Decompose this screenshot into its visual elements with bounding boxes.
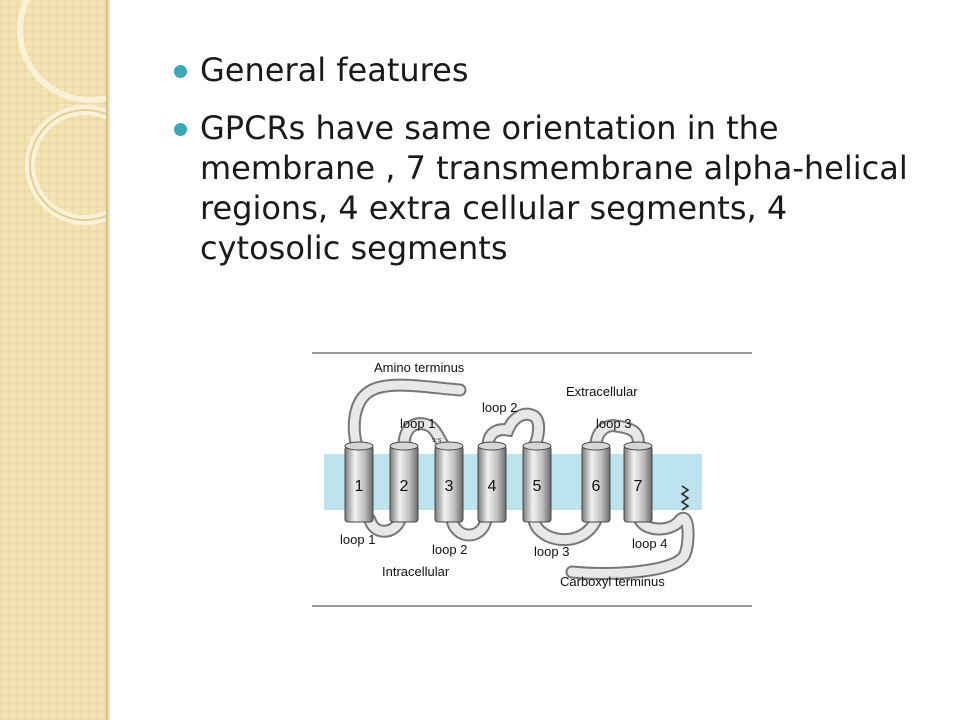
helix-2 xyxy=(389,441,419,523)
helix-4 xyxy=(477,441,507,523)
receptor-backbone-highlight xyxy=(349,380,693,578)
bullet-text: GPCRs have same orientation in the membr… xyxy=(200,109,908,267)
gpcr-diagram: 1 2 3 4 5 6 7 Amino terminus Extracellul… xyxy=(312,350,752,608)
intracellular-loop-2-label: loop 2 xyxy=(432,542,467,557)
side-panel-edge xyxy=(106,0,110,720)
extracellular-loop-1-label: loop 1 xyxy=(400,416,435,431)
amino-terminus-label: Amino terminus xyxy=(374,360,465,375)
helix-6 xyxy=(581,441,611,523)
palmitoyl-anchor xyxy=(680,485,690,511)
intracellular-loop-1-label: loop 1 xyxy=(340,532,375,547)
helix-1 xyxy=(344,441,374,523)
helix-number-6: 6 xyxy=(592,478,601,495)
extracellular-label: Extracellular xyxy=(566,384,638,399)
bullet-list: General features GPCRs have same orienta… xyxy=(172,50,912,286)
helix-number-5: 5 xyxy=(533,478,542,495)
helix-number-1: 1 xyxy=(355,478,364,495)
helix-number-3: 3 xyxy=(445,478,454,495)
bullet-item: General features xyxy=(172,50,912,90)
bullet-icon xyxy=(174,65,187,78)
intracellular-loop-3-label: loop 3 xyxy=(534,544,569,559)
helix-number-4: 4 xyxy=(488,478,497,495)
helix-7 xyxy=(623,441,653,523)
extracellular-loop-3-label: loop 3 xyxy=(596,416,631,431)
decorative-rings xyxy=(17,0,106,225)
bullet-icon xyxy=(174,123,187,136)
intracellular-label: Intracellular xyxy=(382,564,450,579)
bullet-text: General features xyxy=(200,51,469,89)
helix-number-2: 2 xyxy=(400,478,409,495)
intracellular-loop-4-label: loop 4 xyxy=(632,536,667,551)
bullet-item: GPCRs have same orientation in the membr… xyxy=(172,108,912,268)
helix-3 xyxy=(434,441,464,523)
decorative-side-panel xyxy=(0,0,107,720)
carboxyl-terminus-label: Carboxyl terminus xyxy=(560,574,665,589)
extracellular-loop-2-label: loop 2 xyxy=(482,400,517,415)
disulfide-label: s-s xyxy=(432,437,442,444)
helix-number-7: 7 xyxy=(634,478,643,495)
helix-5 xyxy=(522,441,552,523)
